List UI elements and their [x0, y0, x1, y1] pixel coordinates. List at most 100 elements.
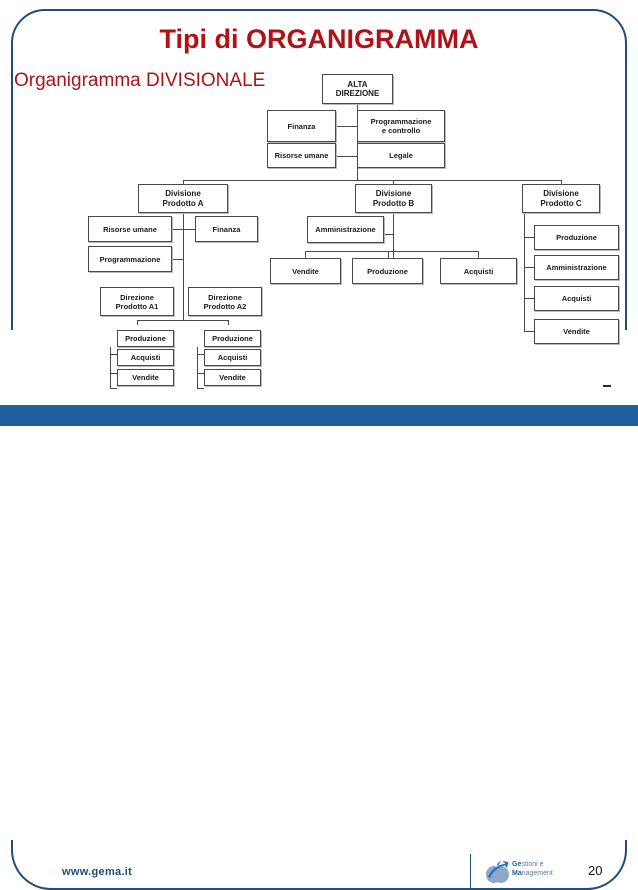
edge-divC-acq [524, 298, 534, 299]
node-a2-acquisti[interactable]: Acquisti [204, 349, 261, 366]
edge-b-prod-stem [388, 251, 389, 258]
edge-a1-prod [110, 354, 117, 355]
edge-divA-fin [183, 229, 195, 230]
node-legale[interactable]: Legale [357, 143, 445, 168]
edge-staff-left-2 [336, 156, 357, 157]
node-c-vendite[interactable]: Vendite [534, 319, 619, 344]
node-c-amministrazione-label: Amministrazione [546, 263, 607, 272]
node-c-amministrazione[interactable]: Amministrazione [534, 255, 619, 280]
node-divisione-prodotto-b-line2: Prodotto B [372, 198, 415, 208]
page-number: 20 [588, 863, 603, 878]
node-programmazione-controllo-line2: e controllo [381, 126, 421, 135]
edge-division-bus [183, 180, 561, 181]
org-chart: ALTA DIREZIONE Finanza Programmazione e … [0, 0, 638, 400]
node-direzione-prodotto-a2-line2: Prodotto A2 [203, 301, 247, 311]
footer: www.gema.it Gestioni e Management 20 [0, 426, 638, 890]
node-a1-produzione[interactable]: Produzione [117, 330, 174, 347]
node-a1-vendite[interactable]: Vendite [117, 369, 174, 386]
node-direzione-prodotto-a1-line1: Direzione [120, 292, 154, 302]
edge-divC-stem [561, 180, 562, 184]
logo-line2-rest: nagement [521, 869, 553, 877]
node-finanza-staff[interactable]: Finanza [267, 110, 336, 142]
node-a-finanza[interactable]: Finanza [195, 216, 258, 242]
node-a1-vendite-label: Vendite [132, 373, 159, 382]
node-a2-vendite[interactable]: Vendite [204, 369, 261, 386]
edge-divC-trunk [524, 212, 525, 332]
edge-divA-trunk [183, 212, 184, 320]
edge-divC-ven [524, 331, 534, 332]
node-divisione-prodotto-a[interactable]: Divisione Prodotto A [138, 184, 228, 213]
edge-a2-stem [228, 320, 229, 325]
node-divisione-prodotto-a-line1: Divisione [165, 189, 201, 198]
node-direzione-prodotto-a2-line1: Direzione [208, 292, 242, 302]
node-a2-produzione-label: Produzione [212, 334, 253, 343]
edge-a1-trunk [110, 347, 111, 388]
node-divisione-prodotto-c-line2: Prodotto C [540, 198, 582, 208]
edge-divC-amm [524, 267, 534, 268]
slide-tick-mark [603, 385, 611, 387]
node-alta-direzione[interactable]: ALTA DIREZIONE [322, 74, 393, 104]
edge-a2-prod [197, 354, 204, 355]
node-c-produzione[interactable]: Produzione [534, 225, 619, 250]
logo-line1-rest: stioni e [521, 861, 544, 868]
node-a-finanza-label: Finanza [212, 224, 241, 234]
node-a-risorse-umane[interactable]: Risorse umane [88, 216, 172, 242]
edge-a2-acq [197, 373, 204, 374]
edge-a1-ven [110, 388, 117, 389]
node-a-programmazione-label: Programmazione [99, 254, 161, 264]
node-alta-direzione-line1: ALTA [347, 79, 368, 89]
edge-divA-stem [183, 180, 184, 184]
edge-staff-left-1 [336, 126, 357, 127]
gema-logo-text: Gestioni e Management [512, 861, 553, 878]
logo-line2-bold: Ma [512, 869, 522, 877]
node-divisione-prodotto-c-line1: Divisione [543, 189, 579, 198]
edge-a2-trunk [197, 347, 198, 388]
node-a-programmazione[interactable]: Programmazione [88, 246, 172, 272]
node-b-vendite[interactable]: Vendite [270, 258, 341, 284]
edge-divA-prog [172, 259, 183, 260]
node-b-produzione[interactable]: Produzione [352, 258, 423, 284]
edge-a2-ven [197, 388, 204, 389]
edge-divB-amm [383, 234, 394, 235]
edge-a1-acq [110, 373, 117, 374]
node-divisione-prodotto-b[interactable]: Divisione Prodotto B [355, 184, 432, 213]
node-a2-acquisti-label: Acquisti [217, 353, 248, 362]
node-risorse-umane-staff-label: Risorse umane [274, 151, 329, 160]
node-direzione-prodotto-a1[interactable]: Direzione Prodotto A1 [100, 287, 174, 316]
node-alta-direzione-line2: DIREZIONE [335, 89, 380, 98]
footer-divider [470, 854, 471, 888]
node-b-produzione-label: Produzione [367, 266, 408, 276]
node-divisione-prodotto-a-line2: Prodotto A [162, 198, 204, 208]
node-programmazione-controllo-line1: Programmazione [370, 117, 432, 126]
node-c-acquisti[interactable]: Acquisti [534, 286, 619, 311]
node-legale-label: Legale [389, 151, 413, 160]
node-risorse-umane-staff[interactable]: Risorse umane [267, 143, 336, 168]
footer-url[interactable]: www.gema.it [62, 866, 133, 878]
node-a1-acquisti[interactable]: Acquisti [117, 349, 174, 366]
node-b-amministrazione-label: Amministrazione [315, 225, 376, 234]
edge-b-ven-stem [305, 251, 306, 258]
node-c-produzione-label: Produzione [556, 233, 597, 242]
node-b-amministrazione[interactable]: Amministrazione [307, 216, 384, 243]
node-a2-vendite-label: Vendite [219, 373, 246, 382]
node-c-vendite-label: Vendite [563, 327, 590, 336]
node-a-risorse-umane-label: Risorse umane [103, 224, 157, 234]
node-a2-produzione[interactable]: Produzione [204, 330, 261, 347]
edge-b-acq-stem [478, 251, 479, 258]
edge-divB-stem [393, 180, 394, 184]
page-subtitle: Organigramma DIVISIONALE [14, 70, 266, 91]
node-b-acquisti[interactable]: Acquisti [440, 258, 517, 284]
edge-divB-trunk [393, 212, 394, 258]
edge-top-trunk [357, 104, 358, 180]
node-programmazione-controllo[interactable]: Programmazione e controllo [357, 110, 445, 142]
edge-divA-ru [172, 229, 183, 230]
node-b-acquisti-label: Acquisti [463, 266, 494, 276]
logo-line1-bold: Ge [512, 861, 522, 868]
node-a1-acquisti-label: Acquisti [130, 353, 161, 362]
edge-divA-childbus [137, 320, 229, 321]
edge-a1-stem [137, 320, 138, 325]
node-divisione-prodotto-c[interactable]: Divisione Prodotto C [522, 184, 600, 213]
node-direzione-prodotto-a2[interactable]: Direzione Prodotto A2 [188, 287, 262, 316]
footer-accent-bar [0, 405, 638, 426]
